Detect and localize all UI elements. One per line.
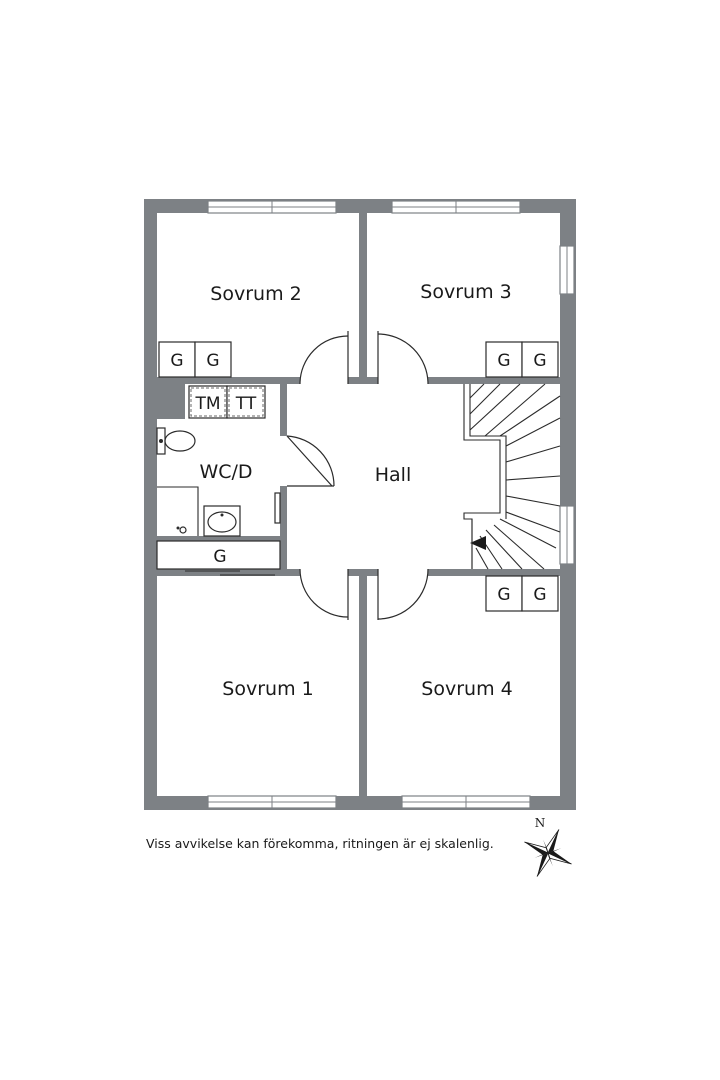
laundry-appliances: TM TT <box>188 385 266 419</box>
washing-machine-label: TM <box>194 394 220 414</box>
wardrobe-label: G <box>170 351 183 371</box>
wardrobe-sovrum3: G G <box>485 341 559 378</box>
wardrobe-label: G <box>213 547 226 567</box>
shower-area <box>157 486 199 536</box>
toilet-icon <box>156 427 196 455</box>
stair-arrow-icon <box>470 536 486 550</box>
room-label-wcd: WC/D <box>199 461 252 483</box>
compass-north-label: N <box>535 816 546 830</box>
compass-rose-icon: N <box>524 816 572 877</box>
sink-icon <box>203 505 241 537</box>
wardrobe-label: G <box>497 351 510 371</box>
wardrobe-label: G <box>497 585 510 605</box>
wc-cabinet <box>274 492 281 524</box>
staircase <box>463 383 561 570</box>
disclaimer-text: Viss avvikelse kan förekomma, ritningen … <box>146 836 494 851</box>
doors <box>286 331 429 620</box>
wardrobe-label: G <box>206 351 219 371</box>
wardrobe-sovrum2: G G <box>158 341 232 378</box>
tumble-dryer-label: TT <box>235 394 257 414</box>
room-label-hall: Hall <box>375 464 412 486</box>
wardrobe-sovrum4: G G <box>485 575 559 612</box>
room-label-sovrum-2: Sovrum 2 <box>210 283 301 305</box>
wardrobe-label: G <box>533 351 546 371</box>
wardrobe-sovrum1: G <box>156 540 281 576</box>
wardrobe-label: G <box>533 585 546 605</box>
room-label-sovrum-1: Sovrum 1 <box>222 678 313 700</box>
room-label-sovrum-4: Sovrum 4 <box>421 678 512 700</box>
windows <box>207 200 575 809</box>
room-label-sovrum-3: Sovrum 3 <box>420 281 511 303</box>
interior-walls <box>157 213 560 796</box>
